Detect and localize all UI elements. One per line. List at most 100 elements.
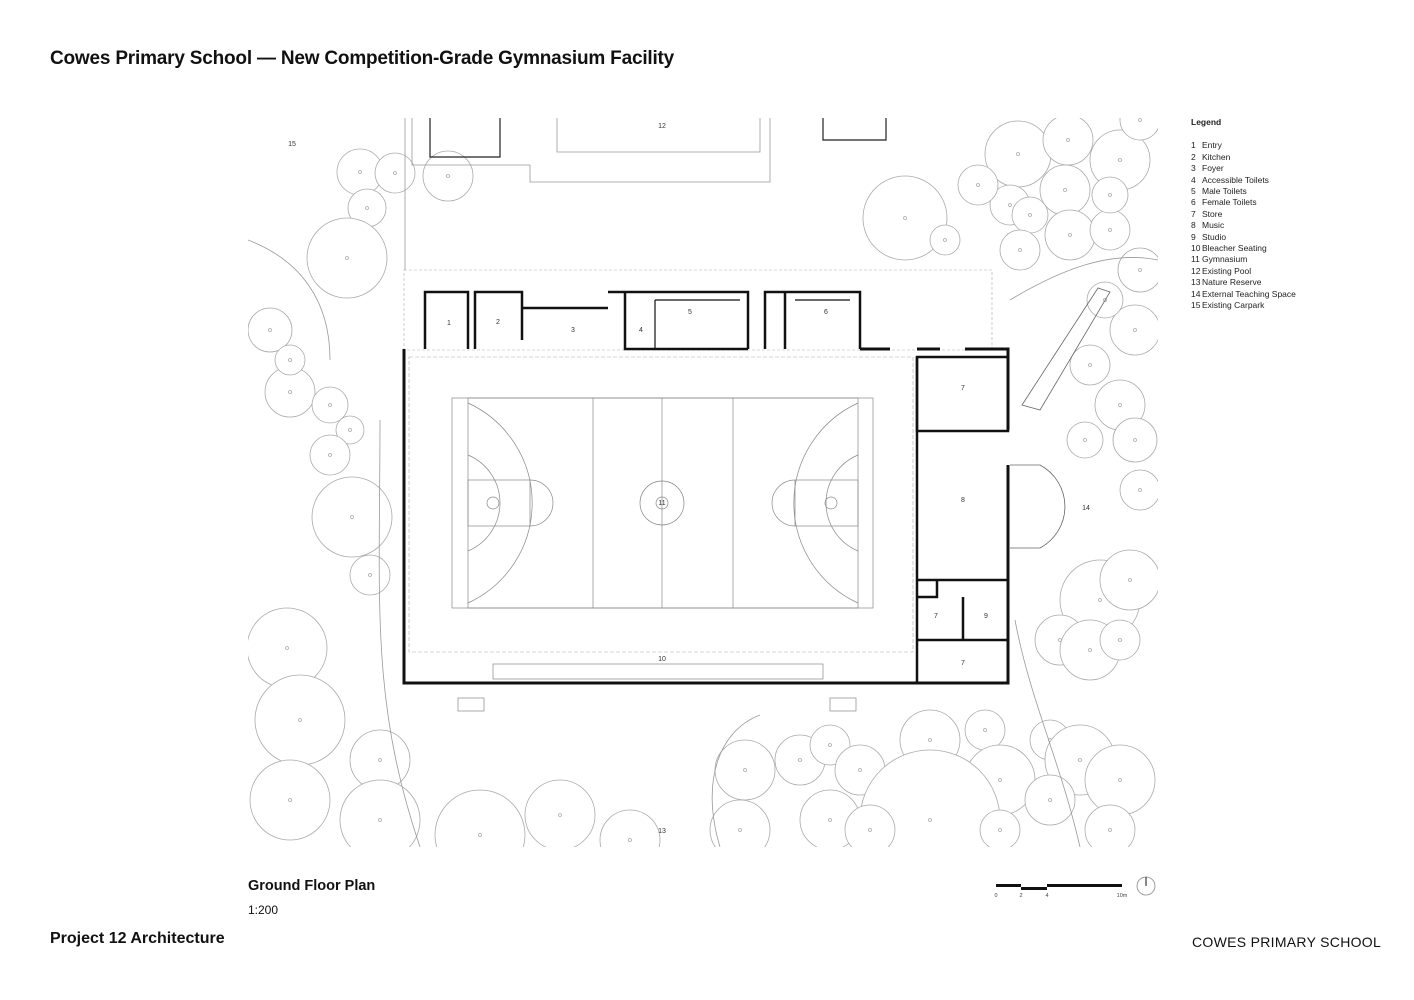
tree-trunk [1018, 248, 1022, 252]
tree-canopy [709, 799, 771, 847]
legend-label: Existing Pool [1202, 265, 1252, 276]
room-labels: 1 2 3 4 5 6 7 8 7 9 7 10 11 12 13 14 15 [288, 123, 1090, 835]
legend-number: 14 [1191, 288, 1201, 299]
building [402, 269, 1111, 712]
architect-name: Project 12 Architecture [50, 930, 225, 947]
tree-trunk [288, 798, 292, 802]
room-label: 7 [934, 613, 938, 620]
tree-trunk [1133, 328, 1137, 332]
tree-trunk [328, 453, 332, 457]
tree-trunk [446, 174, 450, 178]
legend-label: Accessible Toilets [1202, 174, 1269, 185]
legend-label: Music [1202, 220, 1225, 231]
tree-canopy [844, 804, 896, 847]
north-arrow-icon [1136, 876, 1156, 896]
legend-number: 11 [1191, 254, 1200, 265]
tree-trunk [998, 828, 1002, 832]
room-label: 12 [658, 123, 666, 130]
tree-trunk [1138, 268, 1142, 272]
tree-canopy [434, 789, 526, 847]
plan-title: Ground Floor Plan [248, 878, 376, 894]
tree-canopy [1117, 247, 1158, 293]
tree-canopy [1119, 118, 1158, 141]
legend-label: Kitchen [1202, 151, 1231, 162]
tree-trunk [1048, 798, 1052, 802]
room-label: 9 [984, 613, 988, 620]
tree-trunk [368, 573, 372, 577]
tree-trunk [358, 170, 362, 174]
tree-trunk [928, 818, 932, 822]
room-label: 7 [961, 385, 965, 392]
legend-item: 8 Music [1191, 220, 1296, 231]
room-label: 7 [961, 660, 965, 667]
room-label: 10 [658, 656, 666, 663]
room-label: 13 [658, 828, 666, 835]
legend-number: 5 [1191, 186, 1196, 197]
legend-number: 13 [1191, 277, 1201, 288]
legend-number: 8 [1191, 220, 1196, 231]
tree-trunk [348, 428, 352, 432]
legend-number: 15 [1191, 300, 1201, 311]
tree-trunk [1083, 438, 1087, 442]
room-label: 2 [496, 319, 500, 326]
legend-item: 3 Foyer [1191, 163, 1296, 174]
legend-label: Studio [1202, 231, 1227, 242]
scale-tick: 4 [1045, 893, 1048, 899]
tree-trunk [1118, 638, 1122, 642]
room-label: 5 [688, 309, 692, 316]
tree-trunk [1088, 363, 1092, 367]
tree-trunk [345, 256, 349, 260]
legend-number: 2 [1191, 151, 1196, 162]
tree-trunk [1133, 438, 1137, 442]
tree-canopy [1084, 804, 1136, 847]
legend-item: 2 Kitchen [1191, 152, 1296, 163]
tree-trunk [1028, 213, 1032, 217]
tree-trunk [558, 813, 562, 817]
tree-trunk [1118, 158, 1122, 162]
tree-trunk [1066, 138, 1070, 142]
tree-trunk [1078, 758, 1082, 762]
tree-trunk [393, 171, 397, 175]
tree-trunk [288, 390, 292, 394]
tree-trunk [378, 818, 382, 822]
tree-trunk [1008, 203, 1012, 207]
tree-trunk [350, 515, 354, 519]
plan-scale: 1:200 [248, 903, 279, 917]
tree-trunk [1088, 648, 1092, 652]
legend-number: 10 [1191, 243, 1201, 254]
tree-trunk [285, 646, 289, 650]
tree-trunk [1138, 488, 1142, 492]
legend-label: Gymnasium [1202, 254, 1248, 265]
court-lines [451, 397, 874, 609]
tree-trunk [628, 838, 632, 842]
legend-label: Foyer [1202, 163, 1224, 174]
legend-number: 7 [1191, 208, 1196, 219]
tree-trunk [288, 358, 292, 362]
legend-heading: Legend [1191, 117, 1222, 127]
tree-trunk [976, 183, 980, 187]
site-context [248, 118, 1158, 847]
tree-trunk [478, 833, 482, 837]
tree-trunk [1016, 152, 1020, 156]
legend-number: 3 [1191, 163, 1196, 174]
tree-trunk [828, 743, 832, 747]
room-label: 11 [658, 500, 665, 507]
legend-number: 12 [1191, 265, 1201, 276]
tree-trunk [868, 828, 872, 832]
scale-tick: 10m [1117, 893, 1128, 899]
tree-trunk [1108, 228, 1112, 232]
room-label: 1 [447, 320, 451, 327]
legend-number: 1 [1191, 140, 1196, 151]
tree-trunk [798, 758, 802, 762]
legend-number: 9 [1191, 231, 1196, 242]
room-label: 3 [571, 327, 575, 334]
tree-trunk [328, 403, 332, 407]
